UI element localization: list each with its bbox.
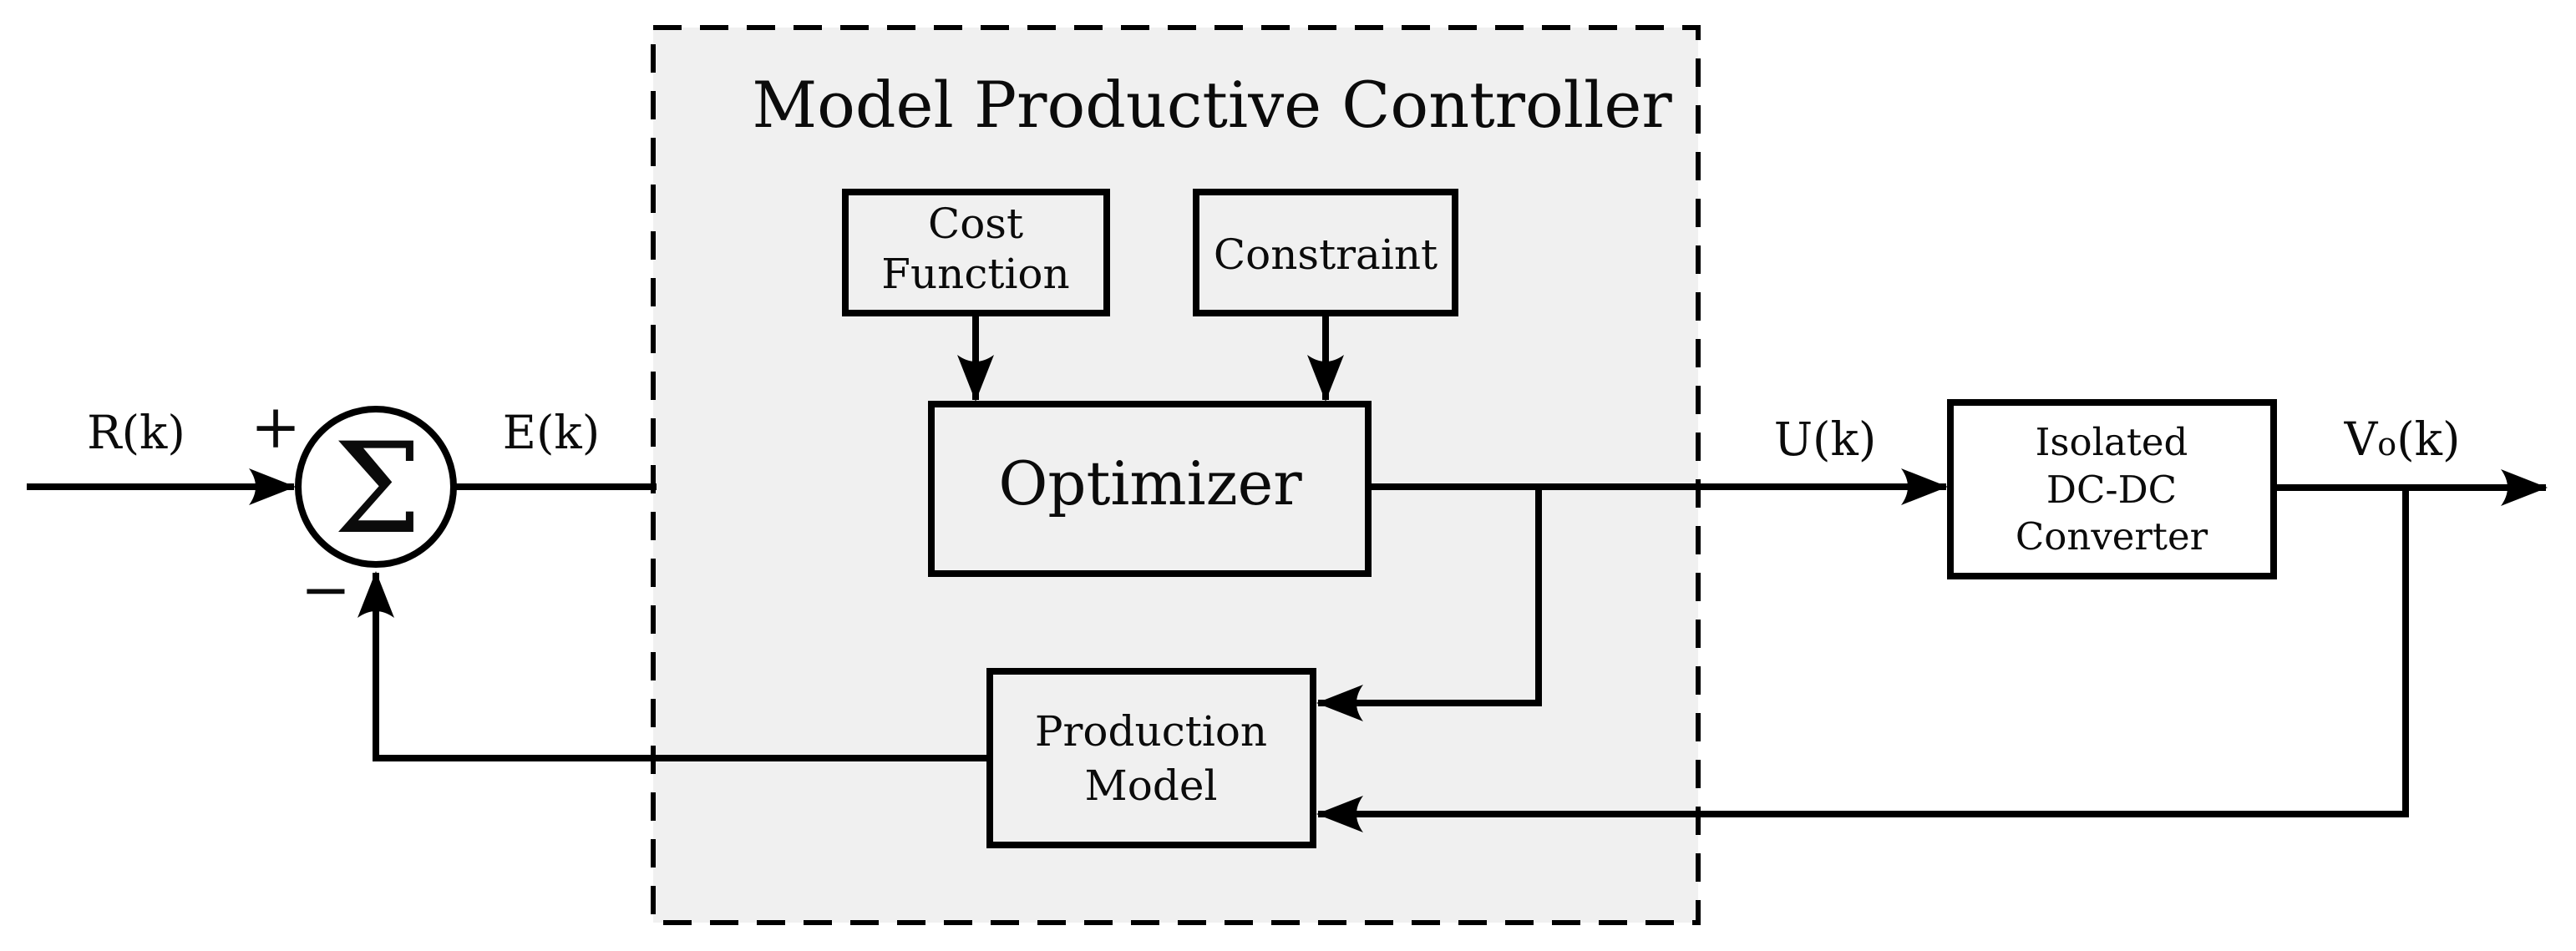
- r-signal-label: R(k): [87, 406, 185, 459]
- minus-sign: −: [301, 554, 351, 625]
- vo-signal-subscript-o: o: [2377, 426, 2396, 463]
- u-feedback-to-model-line: [1316, 487, 1542, 721]
- e-signal-label: E(k): [503, 406, 600, 459]
- constraint-box: [1193, 189, 1458, 316]
- model-to-sum-feedback-line: [357, 571, 990, 761]
- plus-sign: +: [251, 392, 301, 462]
- optimizer-box: [928, 401, 1372, 577]
- summing-junction-sigma: Σ: [333, 417, 422, 562]
- converter-label-line2: DC-DC: [2046, 468, 2177, 512]
- converter-label-line1: Isolated: [2036, 420, 2188, 464]
- cost-function-box: [842, 189, 1110, 316]
- production-model-label-line2: Model: [1085, 761, 1218, 810]
- production-model-label-line1: Production: [1035, 707, 1267, 756]
- vo-feedback-to-model-line: [1316, 488, 2409, 832]
- constraint-label: Constraint: [1214, 230, 1438, 279]
- summing-junction-circle: [295, 406, 457, 568]
- vo-signal-label: Vo(k): [2344, 412, 2461, 466]
- u-signal-label: U(k): [1774, 412, 1877, 466]
- production-model-box: [986, 668, 1316, 848]
- vo-signal-k: (k): [2396, 412, 2460, 466]
- cost-function-label-line2: Function: [881, 250, 1070, 298]
- converter-box: [1947, 399, 2277, 579]
- optimizer-label: Optimizer: [998, 448, 1302, 518]
- controller-title: Model Productive Controller: [752, 68, 1672, 142]
- vo-signal-v: V: [2344, 412, 2379, 466]
- cost-function-label-line1: Cost: [928, 200, 1023, 248]
- converter-label-line3: Converter: [2016, 514, 2208, 559]
